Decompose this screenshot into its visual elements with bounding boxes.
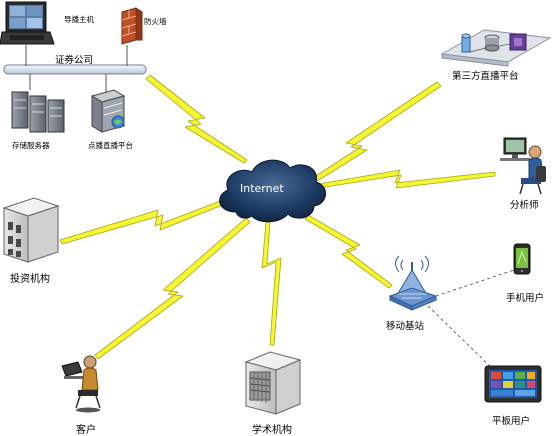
base-station-icon xyxy=(388,255,438,311)
third-party-platform-label: 第三方直播平台 xyxy=(452,71,519,82)
lightning-links xyxy=(59,74,496,360)
tablet-icon xyxy=(484,365,542,403)
internet-cloud xyxy=(219,159,326,223)
third-party-platform-icon xyxy=(440,29,552,67)
mobile-base-station-label: 移动基站 xyxy=(386,321,425,332)
link-analyst xyxy=(312,169,496,190)
company-bus xyxy=(3,45,147,92)
link-mobile xyxy=(304,214,393,289)
client-icon xyxy=(61,355,101,413)
analyst-icon xyxy=(500,137,546,195)
tablet-user-label: 平板用户 xyxy=(492,416,531,427)
storage-server-icon xyxy=(11,91,65,133)
link-third-party xyxy=(301,81,442,189)
streaming-server-icon xyxy=(90,89,126,133)
academic-institution-label: 学术机构 xyxy=(252,425,292,436)
storage-server-label: 存储服务器 xyxy=(12,141,50,150)
wireless-link-tablet xyxy=(427,305,497,373)
cloud-label: Internet xyxy=(240,182,284,195)
analyst-label: 分析师 xyxy=(510,200,539,211)
link-academic xyxy=(261,221,282,346)
firewall-icon xyxy=(121,7,143,45)
wireless-link-phone xyxy=(435,269,515,297)
building-icon xyxy=(2,197,60,263)
director-host-label: 导播主机 xyxy=(64,15,94,24)
firewall-label: 防火墙 xyxy=(144,17,167,26)
client-label: 客户 xyxy=(76,425,96,436)
bus-label: 证券公司 xyxy=(55,55,94,66)
laptop-icon xyxy=(0,1,55,45)
investment-institution-label: 投资机构 xyxy=(10,274,50,285)
link-client xyxy=(94,217,251,360)
mobile-user-label: 手机用户 xyxy=(506,293,545,304)
academic-server-icon xyxy=(244,351,302,415)
link-investment xyxy=(59,197,231,245)
vod-platform-label: 点播直播平台 xyxy=(88,141,133,150)
smartphone-icon xyxy=(513,243,531,275)
link-bus xyxy=(145,74,248,164)
wireless-links xyxy=(427,269,515,373)
